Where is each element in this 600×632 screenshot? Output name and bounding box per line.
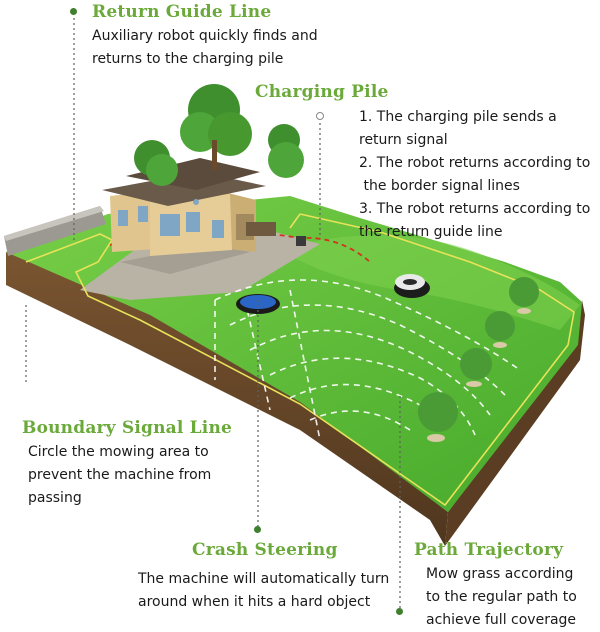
return-guide-line-2: returns to the charging pile: [92, 51, 284, 67]
trampoline: [236, 294, 280, 314]
path-trajectory-line-3: achieve full coverage: [426, 612, 577, 628]
return-guide-callout: Return Guide Line Auxiliary robot quickl…: [92, 2, 318, 71]
charging-pile-line-3: 2. The robot returns according to: [359, 155, 591, 171]
soil-layer: [6, 252, 585, 546]
trees: [134, 84, 539, 442]
return-guide-line-1: Auxiliary robot quickly finds and: [92, 28, 318, 44]
charging-pile: [296, 236, 306, 246]
charging-pile-marker: [316, 112, 324, 120]
path-trajectory-title: Path Trajectory: [414, 540, 564, 560]
crash-steering-marker: [254, 526, 261, 533]
boundary-line-1: Circle the mowing area to: [28, 444, 209, 460]
crash-steering-line-2: around when it hits a hard object: [138, 594, 371, 610]
path-trajectory-marker: [396, 608, 403, 615]
charging-pile-line-2: return signal: [359, 132, 448, 148]
boundary-signal-line: [25, 213, 575, 507]
house: [102, 158, 276, 256]
charging-pile-text: 1. The charging pile sends a return sign…: [359, 106, 590, 244]
path-trajectory-text: Mow grass according to the regular path …: [426, 563, 577, 632]
robot-mower: [394, 274, 430, 298]
charging-pile-line-1: 1. The charging pile sends a: [359, 109, 557, 125]
charging-pile-title: Charging Pile: [255, 82, 389, 102]
crash-steering-line-1: The machine will automatically turn: [138, 571, 390, 587]
charging-pile-line-4: the border signal lines: [359, 178, 520, 194]
boundary-line-2: prevent the machine from: [28, 467, 212, 483]
crash-steering-title: Crash Steering: [192, 540, 338, 560]
return-guide-marker: [70, 8, 77, 15]
charging-pile-line-6: the return guide line: [359, 224, 503, 240]
boundary-line-3: passing: [28, 490, 82, 506]
return-guide-title: Return Guide Line: [92, 2, 272, 22]
boundary-callout: Boundary Signal Line Circle the mowing a…: [22, 418, 232, 510]
stone-wall: [4, 206, 106, 256]
charging-pile-line-5: 3. The robot returns according to: [359, 201, 591, 217]
callout-leaders: [25, 18, 401, 612]
path-trajectory-line-2: to the regular path to: [426, 589, 577, 605]
return-guide-text: Auxiliary robot quickly finds and return…: [92, 25, 318, 71]
crash-steering-text: The machine will automatically turn arou…: [138, 568, 389, 614]
path-trajectory-line-1: Mow grass according: [426, 566, 574, 582]
boundary-text: Circle the mowing area to prevent the ma…: [28, 441, 232, 510]
boundary-title: Boundary Signal Line: [22, 418, 233, 438]
